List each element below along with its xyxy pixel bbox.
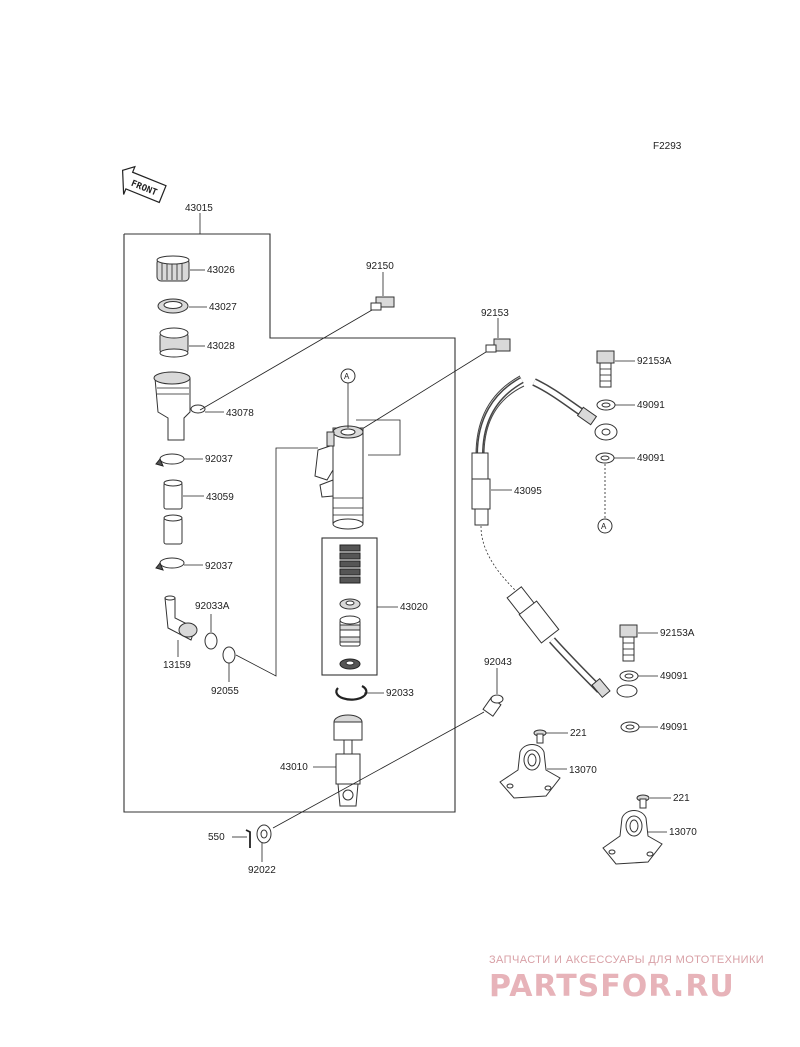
callout-49091-4: 49091: [660, 722, 688, 733]
watermark: ЗАПЧАСТИ И АКСЕССУАРЫ ДЛЯ МОТОТЕХНИКИ PA…: [489, 954, 764, 1004]
pin-92043: 92043: [272, 657, 512, 829]
connector-mark-bottom: A: [601, 522, 607, 531]
callout-550: 550: [208, 832, 225, 843]
push-rod: 43010: [280, 714, 363, 807]
callout-13070-1: 13070: [569, 765, 597, 776]
watermark-brand: PARTSFOR.RU: [489, 969, 735, 1004]
callout-92037-upper: 92037: [205, 454, 233, 465]
washer-49091-2: 49091 A: [595, 452, 665, 534]
callout-43010: 43010: [280, 762, 308, 773]
hose-fitting: 13159: [163, 595, 198, 671]
callout-92037-lower: 92037: [205, 561, 233, 572]
callout-43028: 43028: [207, 341, 235, 352]
washer-92022: 92022: [248, 824, 276, 876]
snap-ring: 92033: [335, 685, 414, 701]
o-ring: 92055: [211, 447, 318, 697]
callout-92153: 92153: [481, 308, 509, 319]
screw-221-1: 221: [533, 728, 587, 744]
washer-49091-1: 49091: [596, 399, 665, 411]
watermark-tagline: ЗАПЧАСТИ И АКСЕССУАРЫ ДЛЯ МОТОТЕХНИКИ: [489, 954, 764, 966]
bolt-92153: 92153: [353, 308, 511, 435]
callout-92033A: 92033A: [195, 601, 230, 612]
hose-clamp-lower: 92037: [155, 557, 233, 572]
callout-13070-2: 13070: [669, 827, 697, 838]
piston-kit: 43020: [321, 537, 428, 676]
callout-221-2: 221: [673, 793, 690, 804]
hose-clamp-13070-2: 13070: [602, 810, 697, 865]
brake-hose: 43095: [471, 375, 638, 699]
callout-13159: 13159: [163, 660, 191, 671]
callout-43026: 43026: [207, 265, 235, 276]
callout-92043: 92043: [484, 657, 512, 668]
callout-43059: 43059: [206, 492, 234, 503]
callout-43078: 43078: [226, 408, 254, 419]
callout-43015: 43015: [185, 203, 213, 214]
callout-43095: 43095: [514, 486, 542, 497]
diagram-code: F2293: [653, 141, 682, 152]
reservoir: 43078: [153, 371, 254, 441]
callout-49091-1: 49091: [637, 400, 665, 411]
cotter-pin: 550: [208, 829, 251, 848]
reservoir-cap: 43026: [156, 255, 235, 282]
snap-ring-a: 92033A: [195, 601, 230, 650]
washer-49091-4: 49091: [620, 721, 688, 733]
reservoir-hose: 43059: [163, 479, 234, 545]
bolt-92150: 92150: [199, 261, 395, 411]
hose-clamp-13070-1: 13070: [499, 744, 597, 799]
callout-92033: 92033: [386, 688, 414, 699]
callout-221-1: 221: [570, 728, 587, 739]
connector-mark-top: A: [344, 372, 350, 381]
callout-92055: 92055: [211, 686, 239, 697]
master-cylinder-body: A: [314, 368, 401, 530]
cap-plate: 43027: [157, 298, 237, 314]
callout-92153A-bottom: 92153A: [660, 628, 695, 639]
callout-43020: 43020: [400, 602, 428, 613]
hose-clamp-upper: 92037: [155, 453, 233, 467]
callout-43027: 43027: [209, 302, 237, 313]
callout-49091-3: 49091: [660, 671, 688, 682]
banjo-bolt-top: 92153A: [596, 350, 672, 388]
callout-92150: 92150: [366, 261, 394, 272]
front-arrow-icon: FRONT: [121, 165, 167, 204]
washer-49091-3: 49091: [619, 670, 688, 682]
screw-221-2: 221: [636, 793, 690, 809]
diaphragm: 43028: [159, 327, 235, 358]
callout-92022: 92022: [248, 865, 276, 876]
assembly-frame: 43015: [123, 203, 456, 813]
callout-92153A-top: 92153A: [637, 356, 672, 367]
callout-49091-2: 49091: [637, 453, 665, 464]
banjo-bolt-bottom: 92153A: [619, 624, 695, 662]
